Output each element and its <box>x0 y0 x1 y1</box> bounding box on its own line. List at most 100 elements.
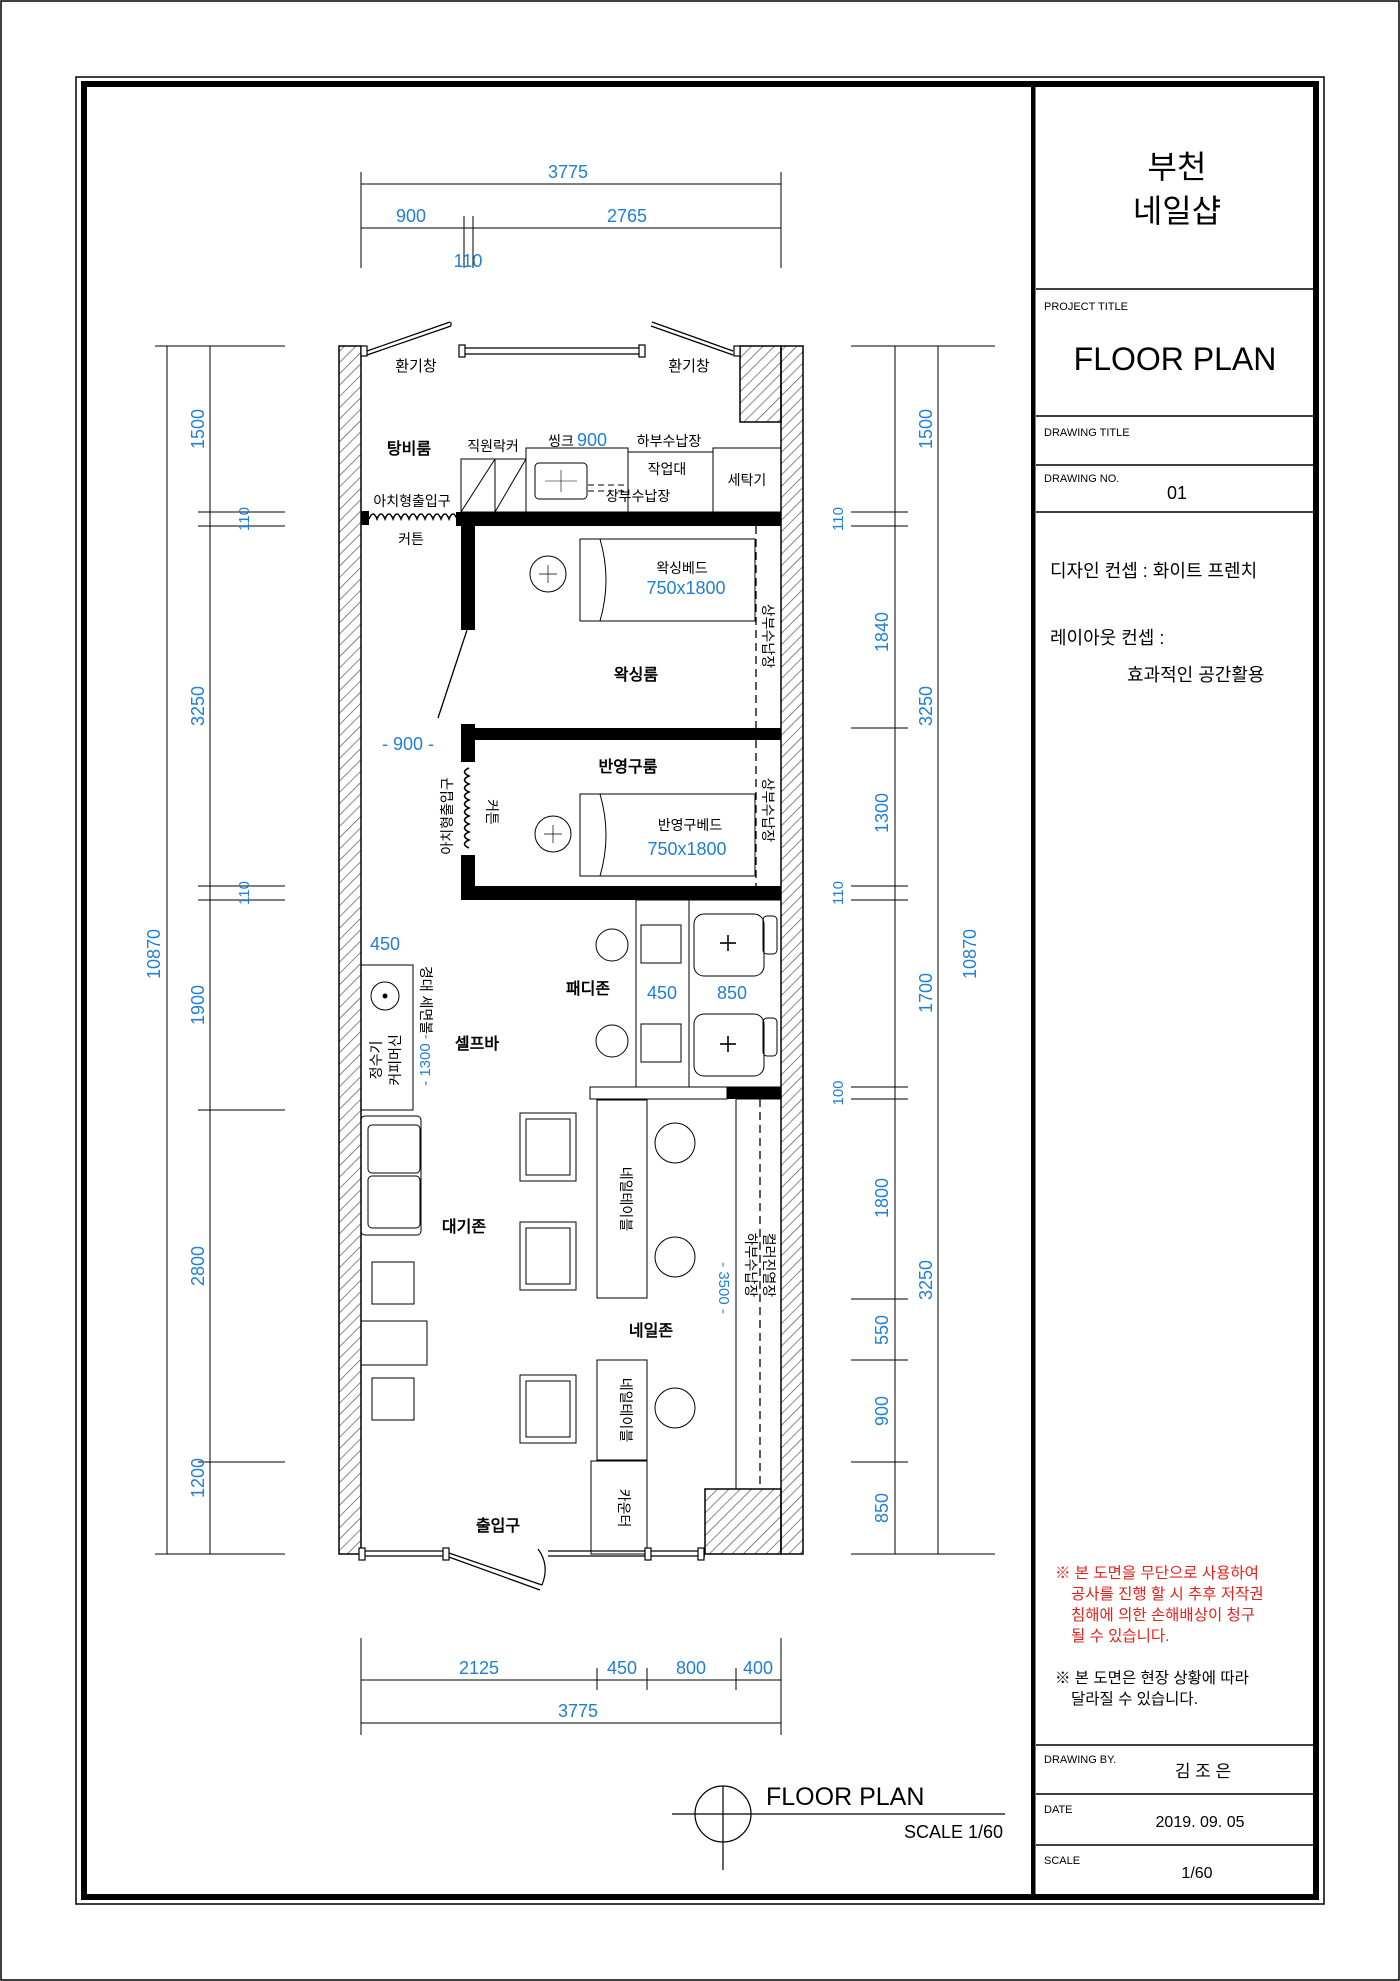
waxing-bed-size: 750x1800 <box>646 578 725 598</box>
dim-right-4: 110 <box>830 881 847 905</box>
dim-bottom-c: 800 <box>676 1658 706 1678</box>
dim-selfbar-1300: - 1300 - <box>417 1034 434 1086</box>
dim-pedi-850: 850 <box>717 983 747 1003</box>
project-name-line2: 네일샵 <box>1133 193 1221 229</box>
left-exterior-wall <box>338 345 362 1555</box>
dim-bottom-d: 400 <box>743 1658 773 1678</box>
dim-top-total: 3775 <box>548 162 588 182</box>
plan-caption-scale: SCALE 1/60 <box>904 1822 1003 1842</box>
plan-labels: 환기창 환기창 탕비룸 직원락커 씽크 하부수납장 작업대 상부수납장 세탁기 … <box>368 358 777 1535</box>
dim-left-1: 1500 <box>188 409 208 449</box>
dim-sink-450: 450 <box>370 934 400 954</box>
label-side-storage-2: 상부수납장 <box>760 778 776 843</box>
partitions <box>361 511 781 1099</box>
top-right-column <box>739 345 782 423</box>
right-exterior-wall <box>780 345 804 1555</box>
label-arch-entry: 아치형출입구 <box>373 493 450 509</box>
label-staff-locker: 직원락커 <box>467 438 519 454</box>
plan-caption-title: FLOOR PLAN <box>766 1783 924 1811</box>
site-note-line: 달라질 수 있습니다. <box>1071 1690 1198 1708</box>
label-semi-bed: 반영구베드 <box>658 817 723 833</box>
dim-left-total: 10870 <box>144 929 164 979</box>
dim-right-2: 110 <box>830 507 847 531</box>
dim-right-8: 850 <box>872 1493 892 1523</box>
dim-left-3: 3250 <box>188 686 208 726</box>
label-waxing-bed: 왁싱베드 <box>656 560 708 576</box>
dim-left-4: 110 <box>236 881 253 905</box>
dim-right-3: 3250 <box>916 686 936 726</box>
bottom-right-column <box>704 1488 782 1555</box>
label-nail-display: 컬러진열장 <box>761 1233 777 1298</box>
design-concept: 디자인 컨셉 : 화이트 프렌치 <box>1050 561 1257 581</box>
dim-right-7b: 550 <box>872 1315 892 1345</box>
semi-bed-size: 750x1800 <box>647 839 726 859</box>
label-arch-entry-2: 아치형출입구 <box>439 777 455 854</box>
copyright-note-line: 될 수 있습니다. <box>1071 1627 1169 1645</box>
dim-right-1: 1500 <box>916 409 936 449</box>
label-pedi-zone: 패디존 <box>566 979 610 998</box>
label-entrance: 출입구 <box>476 1517 520 1535</box>
label-curtain: 커튼 <box>398 531 424 547</box>
label-water-purifier: 정수기 <box>368 1041 384 1080</box>
title-block-lines <box>1036 288 1314 1846</box>
dimension-text: 3775 900 2765 110 2125 450 800 400 3775 … <box>144 162 980 1721</box>
scale-label: SCALE <box>1044 1855 1080 1867</box>
date-label: DATE <box>1044 1804 1073 1816</box>
pedi-zone-furniture <box>589 899 782 1100</box>
dimension-lines <box>155 172 995 1735</box>
date: 2019. 09. 05 <box>1156 1814 1245 1831</box>
plan-caption-symbol <box>672 1785 1005 1870</box>
dim-left-6: 2800 <box>188 1246 208 1286</box>
waxing-bed <box>529 526 757 728</box>
label-coffee-machine: 커피머신 <box>387 1034 403 1086</box>
copyright-note-line: 공사를 진행 할 시 추후 저작권 <box>1071 1585 1264 1603</box>
scale-value: 1/60 <box>1181 1865 1212 1882</box>
pantry-furniture <box>460 447 782 513</box>
label-nail-table-1: 네일테이블 <box>618 1167 634 1232</box>
label-lower-storage-2: 하부수납장 <box>743 1233 759 1298</box>
site-note: ※ 본 도면은 현장 상황에 따라 달라질 수 있습니다. <box>1055 1669 1249 1708</box>
layout-concept: 레이아웃 컨셉 : <box>1050 628 1164 648</box>
label-vent-left: 환기창 <box>395 358 437 375</box>
drawn-by-label: DRAWING BY. <box>1044 1754 1116 1766</box>
dim-pedi-450: 450 <box>647 983 677 1003</box>
semi-permanent-bed <box>534 740 757 886</box>
dim-left-2: 110 <box>236 507 253 531</box>
curtain-2 <box>463 767 471 849</box>
dim-bottom-b: 450 <box>607 1658 637 1678</box>
project-title-label: PROJECT TITLE <box>1044 301 1128 313</box>
label-workbench: 작업대 <box>648 461 687 477</box>
dim-right-6: 100 <box>830 1080 847 1105</box>
layout-concept-value: 효과적인 공간활용 <box>1127 665 1264 685</box>
drawing-title-label: DRAWING TITLE <box>1044 427 1130 439</box>
dim-top-wall: 110 <box>454 251 483 271</box>
dim-top-b: 2765 <box>607 206 647 226</box>
dim-right-7: 3250 <box>916 1260 936 1300</box>
dim-left-5: 1900 <box>188 985 208 1025</box>
label-waxing-room: 왁싱룸 <box>614 666 658 684</box>
dim-door-900: - 900 - <box>382 734 434 754</box>
label-counter: 카운터 <box>616 1489 632 1528</box>
label-pantry: 탕비룸 <box>387 440 431 458</box>
entrance-door <box>358 1547 705 1591</box>
curtain-1 <box>368 513 458 522</box>
label-semi-room: 반영구룸 <box>599 758 658 776</box>
label-lower-storage: 하부수납장 <box>637 433 702 449</box>
label-washer: 세탁기 <box>728 472 767 488</box>
dim-right-total: 10870 <box>960 929 980 979</box>
dim-bottom-a: 2125 <box>459 1658 499 1678</box>
label-sink: 씽크 <box>548 433 574 449</box>
top-window <box>360 321 741 358</box>
label-nail-table-2: 네일테이블 <box>618 1378 634 1443</box>
nail-zone-furniture <box>519 1098 782 1555</box>
frame-outer <box>75 76 1325 1905</box>
copyright-note-line: 침해에 의한 손해배상이 청구 <box>1071 1606 1255 1624</box>
label-self-bar: 셀프바 <box>455 1035 499 1053</box>
label-nail-zone: 네일존 <box>629 1322 673 1340</box>
waiting-zone-furniture <box>360 1115 428 1421</box>
label-side-storage-1: 상부수납장 <box>760 604 776 669</box>
dim-right-3b: 1300 <box>872 793 892 833</box>
site-note-line: ※ 본 도면은 현장 상황에 따라 <box>1055 1669 1249 1687</box>
